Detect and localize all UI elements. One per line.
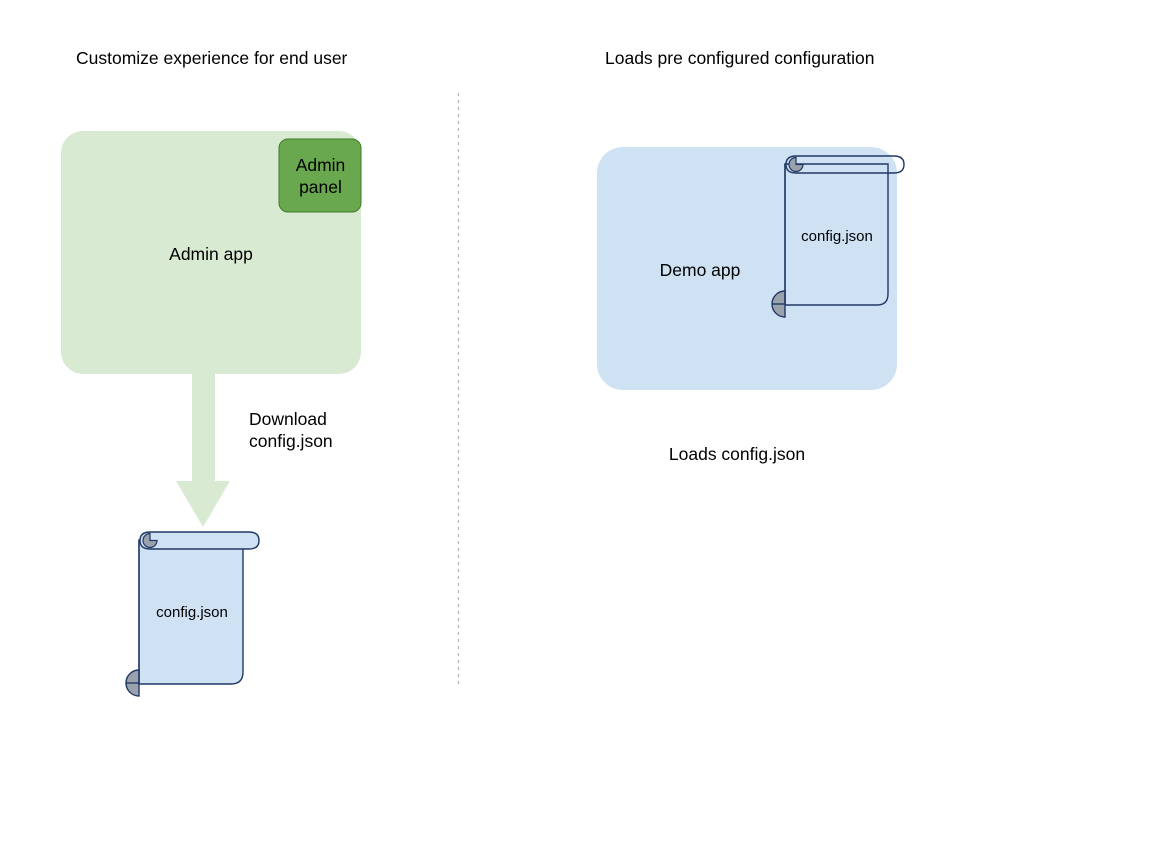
- download-arrow-label-line1: Download: [249, 409, 327, 429]
- loads-config-caption: Loads config.json: [668, 444, 806, 464]
- admin-panel-label: Admin panel: [281, 154, 360, 198]
- admin-app-label: Admin app: [169, 244, 253, 264]
- admin-panel-label-line1: Admin: [295, 155, 346, 175]
- document-top-curl-knob-right: [788, 156, 804, 173]
- right-section-title: Loads pre configured configuration: [605, 48, 875, 68]
- left-section-title: Customize experience for end user: [76, 48, 348, 68]
- admin-panel-box[interactable]: [278, 138, 362, 213]
- config-json-document-left[interactable]: [125, 531, 260, 697]
- config-json-label-right: config.json: [801, 228, 873, 245]
- document-body-left: [138, 539, 244, 685]
- download-arrow: [176, 330, 230, 527]
- config-json-label-left: config.json: [156, 604, 228, 621]
- document-top-curl-bar-left: [139, 531, 260, 550]
- download-arrow-label-line2: config.json: [249, 431, 333, 451]
- document-top-curl-bar-right: [785, 155, 905, 174]
- admin-panel-label-line2: panel: [299, 177, 342, 197]
- demo-app-box[interactable]: [597, 147, 897, 390]
- document-body-right: [784, 163, 889, 306]
- document-top-curl-knob-left: [142, 532, 158, 549]
- download-arrow-label: Download config.json: [249, 408, 379, 452]
- config-json-document-right[interactable]: [771, 155, 905, 318]
- demo-app-label: Demo app: [659, 260, 741, 280]
